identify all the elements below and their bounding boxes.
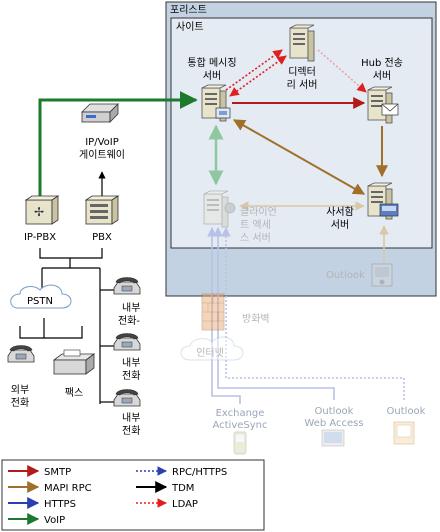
tdm-pstn-phones <box>19 326 83 339</box>
outlook-outside-icon <box>393 421 415 445</box>
cas-server-label-2: 트 액세 <box>240 219 271 231</box>
voip-gateway-icon <box>81 103 119 123</box>
forest-label: 포리스트 <box>170 4 207 16</box>
legend-label-1: MAPI RPC <box>44 483 92 494</box>
mapi-um-mailbox <box>232 119 366 195</box>
svg-text:✢: ✢ <box>34 205 44 219</box>
internal-phone-2-label-2: 전화 <box>122 370 140 382</box>
internet-cloud-icon <box>180 336 244 361</box>
directory-server-label-2: 리 서버 <box>287 79 318 91</box>
external-phone-label-2: 전화 <box>11 397 29 409</box>
pstn-cloud-icon <box>10 284 72 309</box>
owa-client-icon <box>321 429 345 447</box>
internet-label: 인터넷 <box>196 347 224 359</box>
mobile-device-icon <box>233 431 247 455</box>
voip-gateway-label-2: 게이트웨이 <box>79 149 125 161</box>
legend-label-2: HTTPS <box>44 499 76 510</box>
ldap-um-dc-1 <box>229 55 287 97</box>
cas-server-label-1: 클라이언 <box>240 206 277 218</box>
fax-label: 팩스 <box>65 387 83 399</box>
hub-server-icon <box>367 86 399 124</box>
cas-server-icon <box>203 190 236 228</box>
hub-server-label-1: Hub 전송 <box>361 57 403 69</box>
legend-label-6: LDAP <box>172 499 198 510</box>
legend-label-0: SMTP <box>44 467 71 478</box>
pbx-label: PBX <box>92 232 112 243</box>
mailbox-server-label-2: 서버 <box>331 219 349 231</box>
internal-phone-3-icon <box>113 389 141 407</box>
tdm-tree-top <box>39 248 103 259</box>
firewall-icon <box>201 293 225 331</box>
activesync-label-2: ActiveSync <box>212 420 267 431</box>
ldap-um-dc-2 <box>225 49 283 91</box>
external-phone-icon <box>7 345 35 363</box>
cas-server-label-3: 스 서버 <box>240 232 271 244</box>
um-server-icon <box>201 84 231 122</box>
https-cas-owa <box>213 227 335 400</box>
firewall-label: 방화벽 <box>242 313 270 325</box>
owa-label-2: Web Access <box>304 418 363 429</box>
mailbox-server-label-1: 사서함 <box>326 206 354 218</box>
voip-ippbx-um <box>38 91 198 198</box>
pbx-icon <box>84 195 120 225</box>
legend-label-4: RPC/HTTPS <box>172 467 227 478</box>
legend-label-3: VoIP <box>44 515 65 526</box>
internal-phone-3-label-1: 내부 <box>122 412 140 424</box>
mailbox-server-icon <box>367 182 399 220</box>
ip-pbx-icon: ✢ <box>24 195 60 225</box>
ip-pbx-label: IP-PBX <box>24 232 56 243</box>
owa-label-1: Outlook <box>315 406 354 417</box>
ldap-dc-hub <box>317 49 367 93</box>
internal-phone-2-icon <box>113 333 141 351</box>
legend-items: SMTP MAPI RPC HTTPS VoIP RPC/HTTPS TDM LDAP <box>8 465 227 526</box>
um-server-label-2: 서버 <box>203 70 221 82</box>
internal-phone-1-label-2: 전화- <box>118 315 140 327</box>
voip-gateway-label-1: IP/VoIP <box>85 137 119 148</box>
um-server-label-1: 통합 메시징 <box>187 57 236 69</box>
site-label: 사이트 <box>176 21 204 33</box>
external-phone-label-1: 외부 <box>11 384 29 396</box>
directory-server-label-1: 디렉터 <box>288 66 316 78</box>
legend-box <box>1 459 265 531</box>
internal-phone-3-label-2: 전화 <box>122 425 140 437</box>
https-cas-activesync <box>207 227 241 404</box>
legend-label-5: TDM <box>171 483 194 494</box>
outlook-outside-label: Outlook <box>387 406 426 417</box>
internal-phone-1-label-1: 내부 <box>122 302 140 314</box>
fax-icon <box>52 349 96 375</box>
pstn-label: PSTN <box>27 296 53 307</box>
outlook-inside-icon <box>371 263 393 287</box>
outlook-inside-label: Outlook <box>326 270 365 281</box>
hub-server-label-2: 서버 <box>373 70 391 82</box>
internal-phone-2-label-1: 내부 <box>122 357 140 369</box>
internal-phone-1-icon <box>113 277 141 295</box>
activesync-label-1: Exchange <box>216 408 265 419</box>
